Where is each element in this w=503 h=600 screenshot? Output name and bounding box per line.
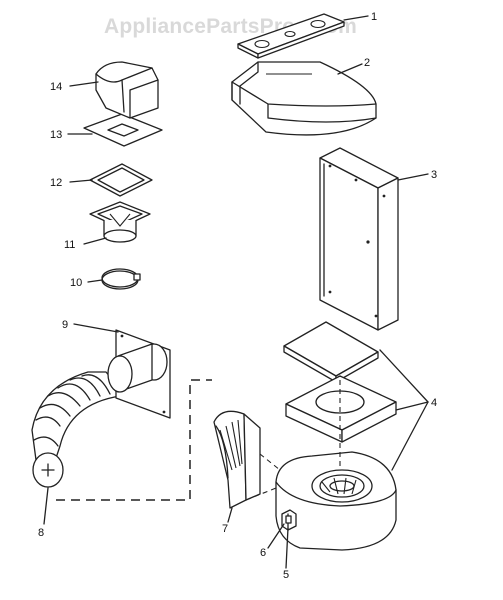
callout-3: 3 bbox=[431, 169, 437, 181]
part-12-gasket-frame bbox=[89, 163, 153, 197]
callout-numbers: 1 2 3 4 5 6 7 8 9 10 11 12 13 14 bbox=[38, 11, 437, 581]
callout-14: 14 bbox=[50, 81, 62, 93]
callout-5: 5 bbox=[283, 569, 289, 581]
part-13-gasket bbox=[83, 113, 163, 147]
part-10-clamp-ring bbox=[101, 268, 141, 290]
callout-2: 2 bbox=[364, 57, 370, 69]
part-9-wall-flange bbox=[107, 329, 171, 419]
part-3-wall-sleeve bbox=[319, 147, 399, 331]
part-14-elbow bbox=[95, 61, 159, 119]
callout-11: 11 bbox=[64, 239, 75, 251]
leader-lines bbox=[43, 15, 429, 569]
part-2-transition-cover bbox=[231, 61, 377, 136]
callout-10: 10 bbox=[70, 277, 82, 289]
part-7-transition-duct bbox=[213, 410, 281, 509]
callout-1: 1 bbox=[371, 11, 377, 23]
part-11-adapter bbox=[89, 201, 151, 243]
part-5-6-clips bbox=[281, 509, 297, 531]
part-1-damper-plate bbox=[237, 13, 345, 59]
callout-4: 4 bbox=[431, 397, 437, 409]
connection-dashed-line bbox=[56, 379, 212, 501]
callout-8: 8 bbox=[38, 527, 44, 539]
part-8-flex-duct bbox=[31, 371, 121, 488]
callout-12: 12 bbox=[50, 177, 62, 189]
callout-6: 6 bbox=[260, 547, 266, 559]
callout-13: 13 bbox=[50, 129, 62, 141]
callout-7: 7 bbox=[222, 523, 228, 535]
part-4-blower-assembly bbox=[275, 321, 429, 551]
callout-9: 9 bbox=[62, 319, 68, 331]
